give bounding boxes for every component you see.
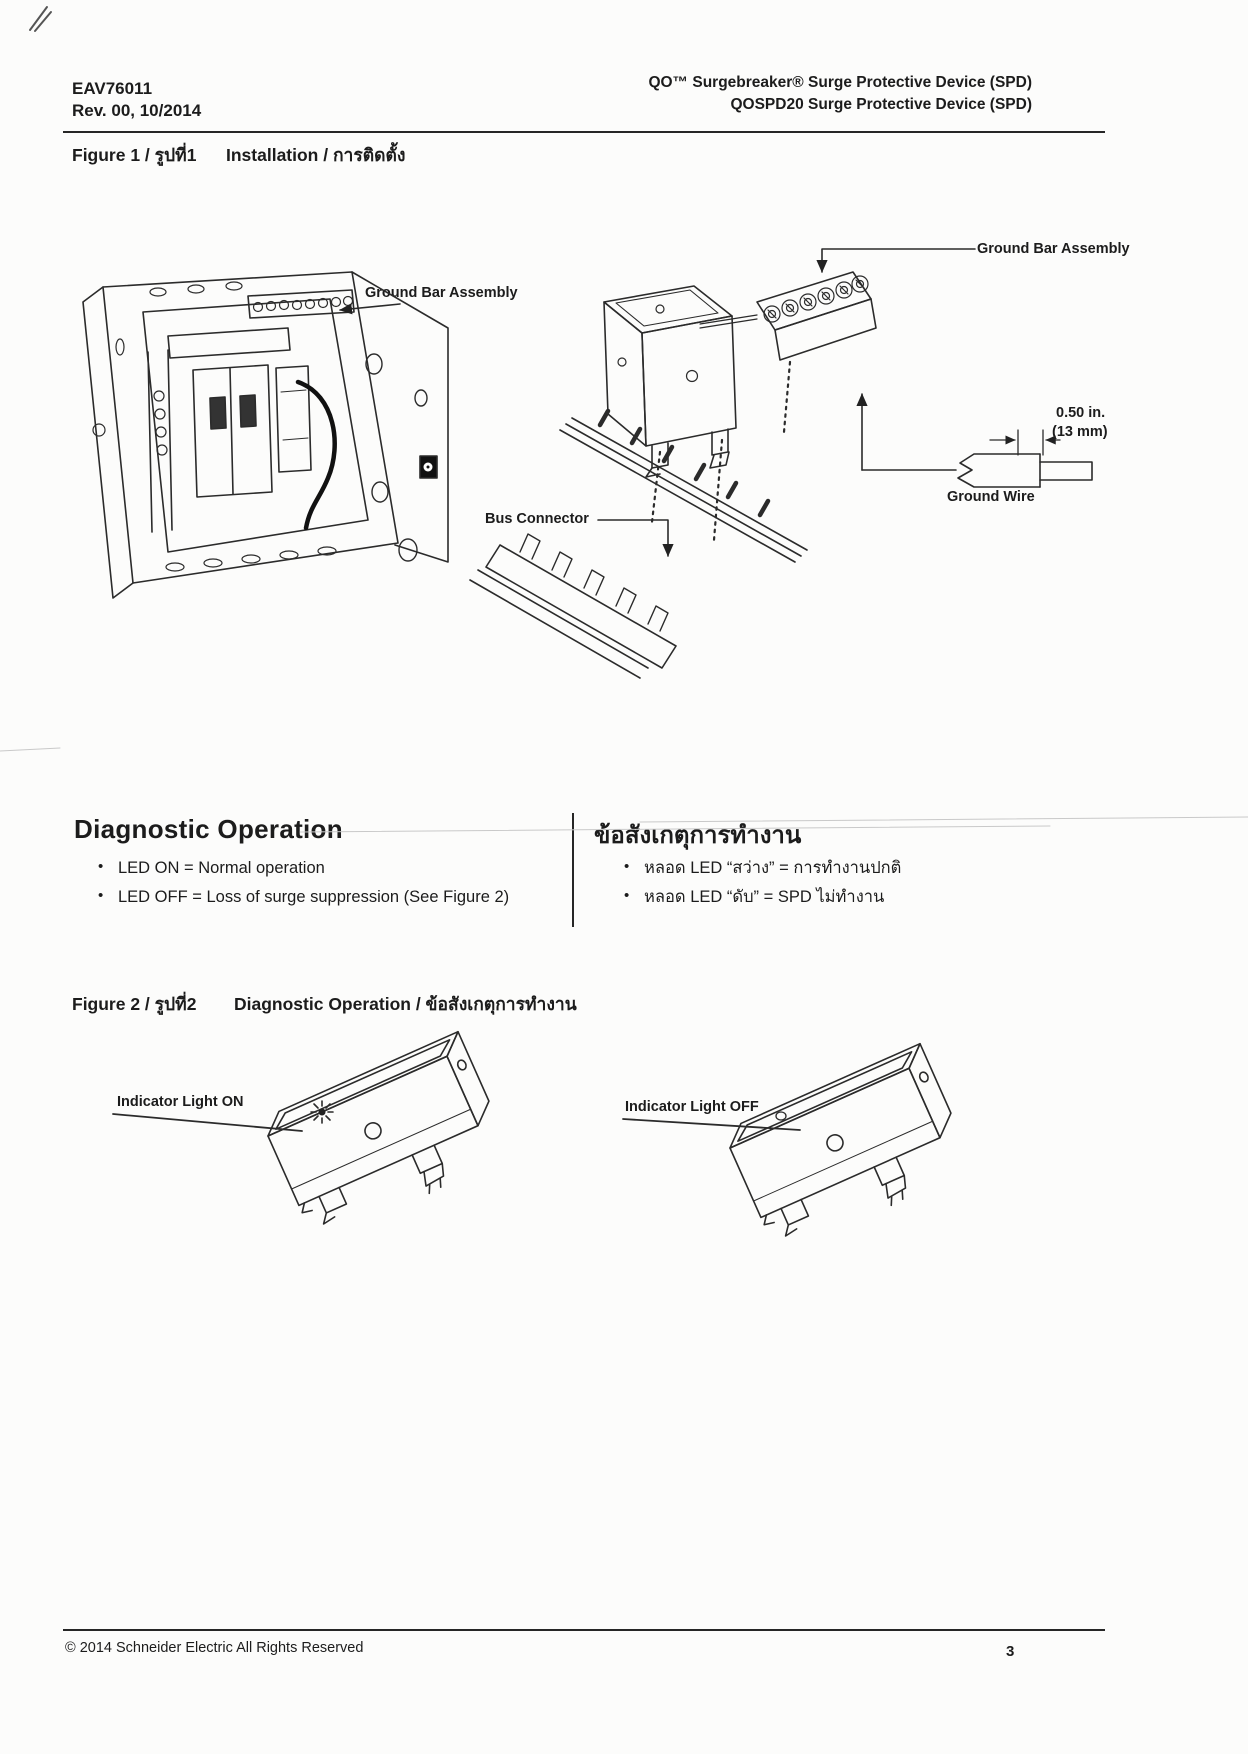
- footer-copyright: © 2014 Schneider Electric All Rights Res…: [65, 1640, 364, 1656]
- figure1-caption-title: Installation / การติดตั้ง: [226, 145, 406, 165]
- bullet-item: หลอด LED “สว่าง” = การทำงานปกติ: [620, 857, 1040, 878]
- column-divider: [572, 813, 574, 927]
- dimension-mm-label: (13 mm): [1052, 424, 1108, 440]
- figure2-caption-title: Diagnostic Operation / ข้อสังเกตุการทำงา…: [234, 994, 577, 1014]
- figure1-caption-label: Figure 1 / รูปที่1: [72, 145, 197, 165]
- panel-enclosure-drawing: [82, 271, 449, 599]
- footer-rule: [63, 1629, 1105, 1631]
- indicator-off-label: Indicator Light OFF: [625, 1099, 759, 1115]
- bullet-item: LED ON = Normal operation: [94, 857, 554, 878]
- dimension-inch-label: 0.50 in.: [1056, 405, 1106, 421]
- diagnostic-heading-th: ข้อสังเกตุการทำงาน: [594, 822, 802, 849]
- figure2-caption-label: Figure 2 / รูปที่2: [72, 994, 197, 1014]
- spd-install-drawing: [469, 248, 1093, 679]
- header-rule: [63, 131, 1105, 133]
- ground-bar-assembly-label-right: Ground Bar Assembly: [977, 241, 1130, 257]
- ground-bar-assembly-label-left: Ground Bar Assembly: [365, 285, 518, 301]
- bullet-item: LED OFF = Loss of surge suppression (See…: [94, 886, 554, 907]
- ground-wire-label: Ground Wire: [947, 489, 1035, 505]
- diagnostic-bullets-en: LED ON = Normal operation LED OFF = Loss…: [94, 857, 554, 916]
- page-number: 3: [1006, 1643, 1015, 1660]
- scan-artifact-pen-mark: [29, 6, 52, 32]
- product-title-line2: QOSPD20 Surge Protective Device (SPD): [730, 96, 1032, 113]
- breaker-off-drawing: [622, 1042, 977, 1257]
- product-title-line1: QO™ Surgebreaker® Surge Protective Devic…: [648, 74, 1032, 91]
- diagnostic-heading-en: Diagnostic Operation: [74, 814, 343, 844]
- doc-revision: Rev. 00, 10/2014: [72, 101, 202, 120]
- bullet-item: หลอด LED “ดับ” = SPD ไม่ทำงาน: [620, 886, 1040, 907]
- doc-number: EAV76011: [72, 79, 153, 98]
- diagnostic-bullets-th: หลอด LED “สว่าง” = การทำงานปกติ หลอด LED…: [620, 857, 1040, 916]
- breaker-on-drawing: [112, 1030, 515, 1245]
- indicator-on-label: Indicator Light ON: [117, 1094, 244, 1110]
- bus-connector-label: Bus Connector: [485, 511, 589, 527]
